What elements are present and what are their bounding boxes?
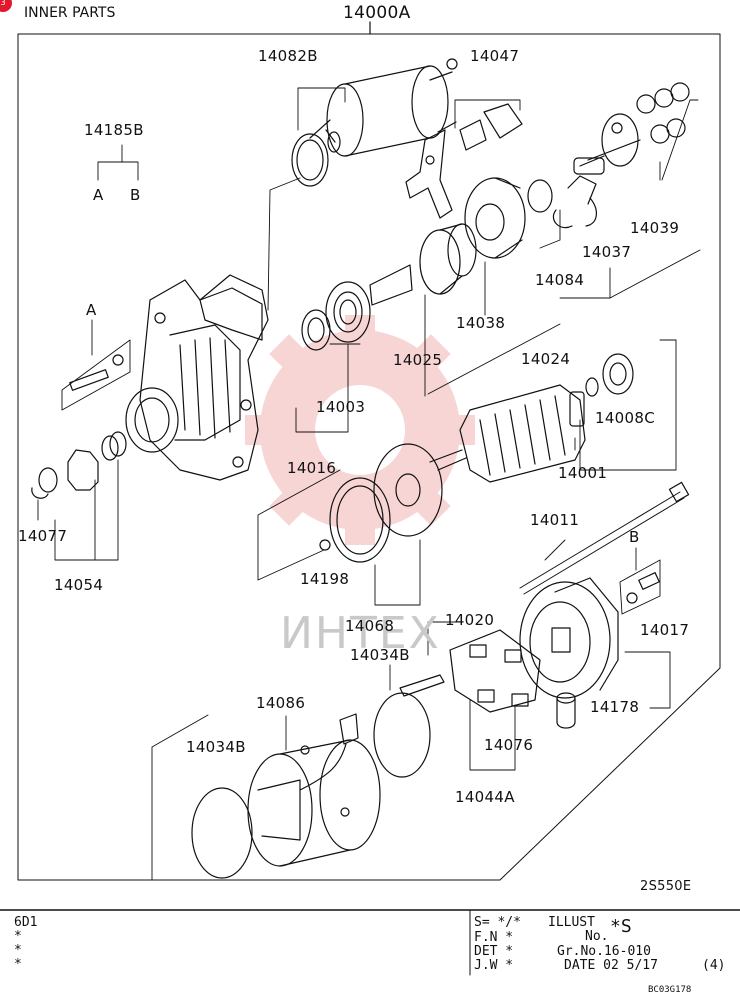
part-label-A-top: A <box>93 186 104 204</box>
section-title: INNER PARTS <box>24 5 116 21</box>
part-label-A-bolt: A <box>86 301 97 319</box>
part-label-14039: 14039 <box>630 219 680 237</box>
assembly-frame <box>17 33 721 881</box>
gear-housing <box>464 177 526 259</box>
part-label-14024: 14024 <box>521 350 571 368</box>
watermark-text: ИНТЕХ <box>280 608 441 659</box>
rear-cover <box>519 577 619 699</box>
part-label-14016: 14016 <box>287 459 337 477</box>
planetary-gears <box>573 82 690 175</box>
illust-value: *S <box>610 916 632 937</box>
footer-star-1: * <box>14 929 22 944</box>
footer-star-2: * <box>14 943 22 958</box>
footer-s-line: S= */* <box>474 915 521 930</box>
part-label-14037: 14037 <box>582 243 632 261</box>
footer-jw-line: J.W * <box>474 958 514 973</box>
part-label-14054: 14054 <box>54 576 104 594</box>
through-bolt <box>519 491 685 595</box>
part-label-14020: 14020 <box>445 611 495 629</box>
part-label-14076: 14076 <box>484 736 534 754</box>
part-label-14034B-left: 14034B <box>186 738 246 756</box>
footer-date: DATE 02 5/17 <box>564 958 658 973</box>
part-label-14084: 14084 <box>535 271 585 289</box>
bolt-B <box>619 559 661 615</box>
document-code: BC03G178 <box>648 985 692 995</box>
illust-no-label: No. <box>585 929 609 944</box>
part-label-14086: 14086 <box>256 694 306 712</box>
footer-star-3: * <box>14 957 22 972</box>
planetary-shaft <box>369 223 477 306</box>
part-label-B-top: B <box>130 186 141 204</box>
part-label-14198: 14198 <box>300 570 350 588</box>
solenoid-switch <box>309 58 458 157</box>
part-label-14017: 14017 <box>640 621 690 639</box>
armature <box>429 384 586 483</box>
part-label-14178: 14178 <box>590 698 640 716</box>
part-label-14011: 14011 <box>530 511 580 529</box>
bushing <box>556 692 576 729</box>
page-badge: 3 <box>0 0 12 12</box>
seal-ring-14082B <box>291 133 329 187</box>
part-label-14077: 14077 <box>18 527 68 545</box>
field-yoke <box>247 713 381 867</box>
part-label-14001: 14001 <box>558 464 608 482</box>
part-label-14003: 14003 <box>316 398 366 416</box>
shift-lever <box>405 103 523 219</box>
insulator-plate-right <box>373 692 431 778</box>
part-label-14038: 14038 <box>456 314 506 332</box>
illust-label: ILLUST <box>548 915 595 930</box>
drive-housing <box>125 274 269 481</box>
bearing-14008C <box>585 353 634 397</box>
diagram-code: 2S550E <box>640 879 692 894</box>
yoke-rings <box>329 443 443 563</box>
insulator-plate-left <box>191 787 253 879</box>
part-label-14068: 14068 <box>345 617 395 635</box>
clutch-parts <box>527 175 597 229</box>
part-label-14008C: 14008C <box>595 409 655 427</box>
part-label-B-bolt: B <box>629 528 640 546</box>
footer-page: (4) <box>702 958 726 973</box>
part-label-14044A: 14044A <box>455 788 515 806</box>
part-label-14047: 14047 <box>470 47 520 65</box>
part-label-14082B: 14082B <box>258 47 318 65</box>
watermark-gear-logo <box>245 315 475 545</box>
bearing-14003 <box>301 281 371 351</box>
part-label-14034B-right: 14034B <box>350 646 410 664</box>
model-code: 6D1 <box>14 915 38 930</box>
group-number: Gr.No.16-010 <box>557 944 651 959</box>
part-label-14185B: 14185B <box>84 121 144 139</box>
part-label-14025: 14025 <box>393 351 443 369</box>
footer-det-line: DET * <box>474 944 514 959</box>
footer-fn-line: F.N * <box>474 930 514 945</box>
pinion-gear <box>31 431 127 499</box>
bolt-A <box>61 339 131 411</box>
assembly-number: 14000A <box>343 3 411 23</box>
